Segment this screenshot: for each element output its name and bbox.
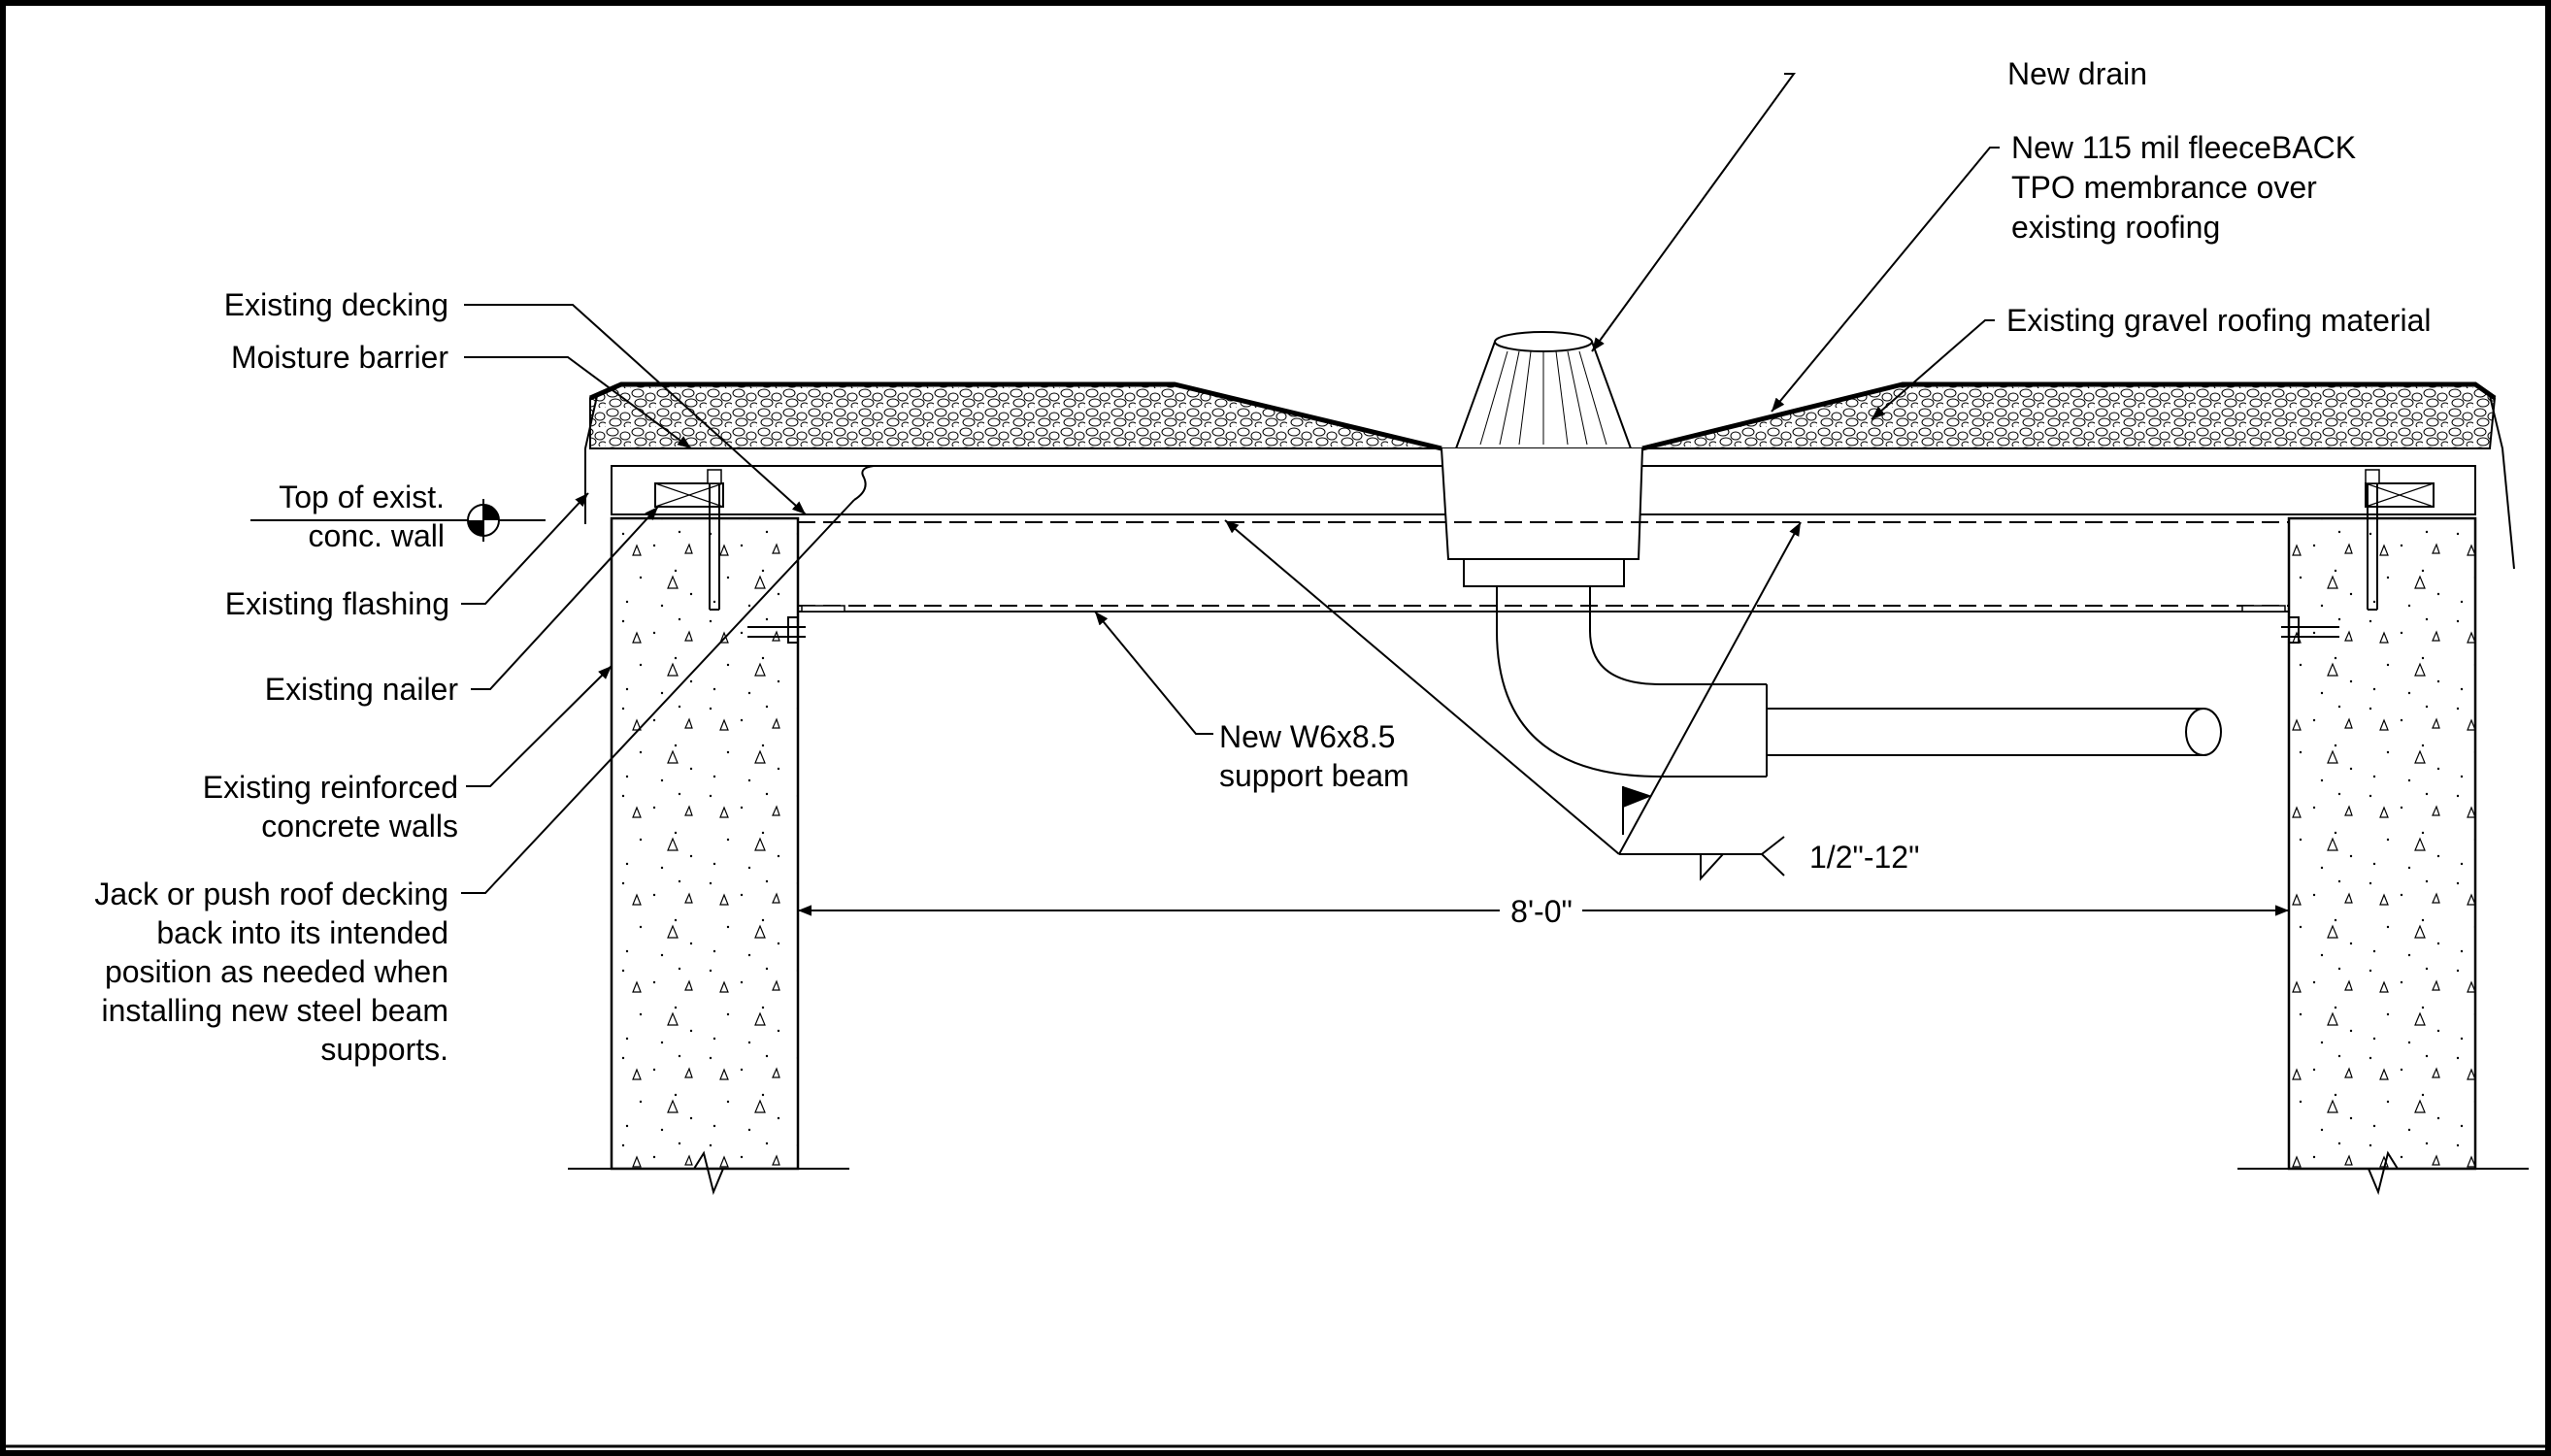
label-top-wall-1: Top of exist. bbox=[279, 480, 445, 514]
label-top-wall-2: conc. wall bbox=[309, 518, 446, 553]
label-flashing: Existing flashing bbox=[225, 586, 449, 621]
leader-new-drain bbox=[1591, 73, 1796, 352]
label-nailer: Existing nailer bbox=[265, 672, 459, 707]
right-concrete-wall bbox=[2287, 516, 2477, 1171]
label-new-drain: New drain bbox=[2007, 56, 2147, 91]
drain-assembly bbox=[1441, 331, 2222, 778]
left-anchor-bolt bbox=[707, 469, 722, 611]
leader-flashing bbox=[461, 492, 589, 605]
label-jack-2: back into its intended bbox=[156, 915, 448, 950]
tpo-membrane bbox=[588, 381, 2497, 451]
label-decking: Existing decking bbox=[224, 287, 448, 322]
leader-moisture bbox=[464, 356, 692, 449]
leader-gravel bbox=[1871, 319, 1995, 420]
leader-beam bbox=[1094, 611, 1213, 735]
label-gravel: Existing gravel roofing material bbox=[2006, 303, 2432, 338]
label-jack-3: position as needed when bbox=[105, 954, 448, 989]
label-jack-4: installing new steel beam bbox=[101, 993, 448, 1028]
label-beam-2: support beam bbox=[1219, 758, 1409, 793]
right-break-line bbox=[2237, 1150, 2529, 1196]
label-membrane-2: TPO membrance over bbox=[2011, 170, 2317, 205]
label-membrane-3: existing roofing bbox=[2011, 210, 2220, 245]
left-nailer bbox=[654, 482, 724, 508]
label-jack-5: supports. bbox=[320, 1032, 448, 1067]
label-beam-1: New W6x8.5 bbox=[1219, 719, 1395, 754]
left-concrete-wall bbox=[610, 516, 800, 1171]
elevation-marker bbox=[250, 499, 546, 542]
slope-flag-icon bbox=[1623, 786, 1652, 808]
right-nailer bbox=[2365, 482, 2435, 508]
label-slope: 1/2"-12" bbox=[1809, 840, 1919, 875]
leader-decking bbox=[464, 304, 807, 515]
leader-jack bbox=[461, 499, 855, 894]
leader-nailer bbox=[471, 506, 659, 690]
leader-walls bbox=[466, 665, 613, 787]
right-beam-clip bbox=[2281, 616, 2339, 644]
slope-indicator bbox=[1224, 519, 1802, 881]
w6-support-beam bbox=[798, 521, 2289, 612]
left-beam-clip bbox=[747, 616, 806, 644]
right-flashing bbox=[2489, 395, 2515, 570]
label-walls-2: concrete walls bbox=[261, 809, 458, 844]
label-moisture: Moisture barrier bbox=[231, 340, 448, 375]
label-membrane-1: New 115 mil fleeceBACK bbox=[2011, 130, 2356, 165]
label-span: 8'-0" bbox=[1510, 894, 1573, 929]
label-walls-1: Existing reinforced bbox=[203, 770, 458, 805]
label-jack-1: Jack or push roof decking bbox=[94, 877, 448, 911]
leader-membrane bbox=[1771, 147, 2000, 413]
leader-jack-tail bbox=[853, 465, 875, 501]
right-anchor-bolt bbox=[2365, 469, 2380, 611]
left-break-line bbox=[568, 1150, 849, 1196]
